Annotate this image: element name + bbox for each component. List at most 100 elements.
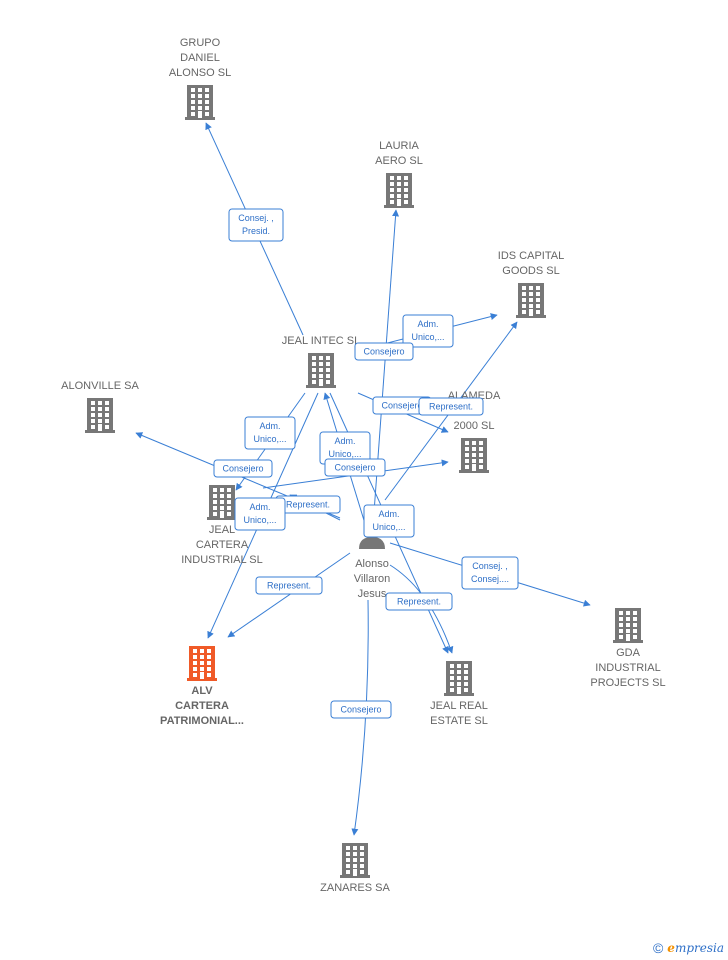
edge-label-text: Consejero <box>340 705 381 715</box>
edge-label-text: Consejero <box>381 401 422 411</box>
copyright-icon: © <box>652 940 664 956</box>
edge-label-consej-gda[interactable]: Consej. , Consej.... <box>461 556 519 590</box>
node-label: INDUSTRIAL SL <box>181 554 263 566</box>
node-label: GRUPO <box>180 37 221 49</box>
edge-label-text: Adm. <box>259 421 280 431</box>
edge-label-box <box>324 458 386 477</box>
edge-label-represent-left[interactable]: Represent. <box>275 495 341 514</box>
edge-label-text: Represent. <box>397 597 441 607</box>
node-label: LAURIA <box>379 140 419 152</box>
node-label: CARTERA <box>175 700 229 712</box>
edge-label-consejero-alonville[interactable]: Consejero <box>213 459 273 478</box>
edge-label-consejero-zanares[interactable]: Consejero <box>330 700 392 719</box>
company-node-alv[interactable]: ALVCARTERAPATRIMONIAL... <box>160 646 244 727</box>
edge-label-text: Adm. <box>417 319 438 329</box>
edge-label-text: Unico,... <box>372 522 405 532</box>
edge-label-text: Adm. <box>334 436 355 446</box>
company-node-lauria[interactable]: LAURIA AERO SL <box>375 140 423 208</box>
edge-label-box <box>213 459 273 478</box>
building-icon <box>85 398 115 433</box>
node-label: Villaron <box>354 573 391 585</box>
building-icon <box>444 661 474 696</box>
edge-label-text: Represent. <box>267 581 311 591</box>
edge-label-represent-real[interactable]: Represent. <box>385 592 453 611</box>
node-label: PATRIMONIAL... <box>160 715 244 727</box>
building-icon <box>340 843 370 878</box>
building-icon <box>187 646 217 681</box>
edges <box>135 122 591 836</box>
node-label: IDS CAPITAL <box>498 250 564 262</box>
edge-label-represent-alv[interactable]: Represent. <box>255 576 323 595</box>
node-label: JEAL INTEC SL <box>282 335 360 347</box>
edge-label-box <box>402 314 454 348</box>
edge-label-text: Represent. <box>286 500 330 510</box>
node-label: CARTERA <box>196 539 249 551</box>
edge-label-consejero-lauria[interactable]: Consejero <box>354 342 414 361</box>
edge-label-text: Represent. <box>429 402 473 412</box>
edge-label-adm-unico-jc[interactable]: Adm. Unico,... <box>234 497 286 531</box>
company-node-jealintec[interactable]: JEAL INTEC SL <box>282 335 360 388</box>
building-icon <box>516 283 546 318</box>
node-label: ESTATE SL <box>430 715 488 727</box>
edge-label-text: Unico,... <box>328 449 361 459</box>
node-label: Jesus <box>358 588 387 600</box>
edge-label-text: Unico,... <box>253 434 286 444</box>
company-node-zanares[interactable]: ZANARES SA <box>320 843 391 894</box>
edge-label-text: Unico,... <box>243 515 276 525</box>
edge-labels: Consej. ,Presid.Adm.Unico,...ConsejeroCo… <box>213 208 519 719</box>
edge-label-adm-unico-left[interactable]: Adm. Unico,... <box>244 416 296 450</box>
edge-label-text: Consejero <box>222 464 263 474</box>
node-label: GOODS SL <box>502 265 559 277</box>
edge-label-text: Adm. <box>249 502 270 512</box>
company-node-gda[interactable]: GDA INDUSTRIAL PROJECTS SL <box>590 608 666 689</box>
edge-label-text: Consejero <box>363 347 404 357</box>
footer: © empresia <box>653 940 724 956</box>
edge-label-box <box>234 497 286 531</box>
edge-label-text: Consej.... <box>471 574 509 584</box>
building-icon <box>306 353 336 388</box>
edge-person-zanares <box>351 599 369 836</box>
edge-label-text: Adm. <box>378 509 399 519</box>
brand-logo[interactable]: empresia <box>667 941 724 955</box>
edge-label-adm-unico-mid[interactable]: Adm. Unico,... <box>319 431 371 465</box>
edge-label-box <box>354 342 414 361</box>
edge-person-alv <box>227 552 351 638</box>
person-icon <box>359 537 385 549</box>
edge-label-text: Unico,... <box>411 332 444 342</box>
edge-label-box <box>330 700 392 719</box>
node-label: ZANARES SA <box>320 882 390 894</box>
node-label: Alonso <box>355 558 389 570</box>
edge-label-text: Consej. , <box>472 561 508 571</box>
edge-label-box <box>244 416 296 450</box>
edge-person-lauria <box>371 209 400 541</box>
edge-label-consejero-mid[interactable]: Consejero <box>324 458 386 477</box>
node-label: ALONVILLE SA <box>61 380 139 392</box>
company-node-ids[interactable]: IDS CAPITAL GOODS SL <box>498 250 564 318</box>
company-node-jealcartera[interactable]: JEAL CARTERA INDUSTRIAL SL <box>181 485 263 566</box>
building-icon <box>185 85 215 120</box>
edge-label-text: Consej. , <box>238 213 274 223</box>
edge-label-represent-alameda[interactable]: Represent. <box>418 397 484 416</box>
edge-label-box <box>228 208 284 242</box>
node-label: JEAL <box>209 524 235 536</box>
node-label: GDA <box>616 647 641 659</box>
edge-label-text: Presid. <box>242 226 270 236</box>
edge-label-text: Consejero <box>334 463 375 473</box>
node-label: AERO SL <box>375 155 423 167</box>
node-label: INDUSTRIAL <box>595 662 660 674</box>
building-icon <box>613 608 643 643</box>
edge-label-box <box>461 556 519 590</box>
edge-label-adm-unico-ids[interactable]: Adm. Unico,... <box>402 314 454 348</box>
edge-label-box <box>385 592 453 611</box>
company-node-alonville[interactable]: ALONVILLE SA <box>61 380 139 433</box>
building-icon <box>207 485 237 520</box>
node-label: PROJECTS SL <box>590 677 665 689</box>
edge-label-adm-unico-person[interactable]: Adm. Unico,... <box>363 504 415 538</box>
edge-label-consej-presid[interactable]: Consej. , Presid. <box>228 208 284 242</box>
edge-label-box <box>418 397 484 416</box>
